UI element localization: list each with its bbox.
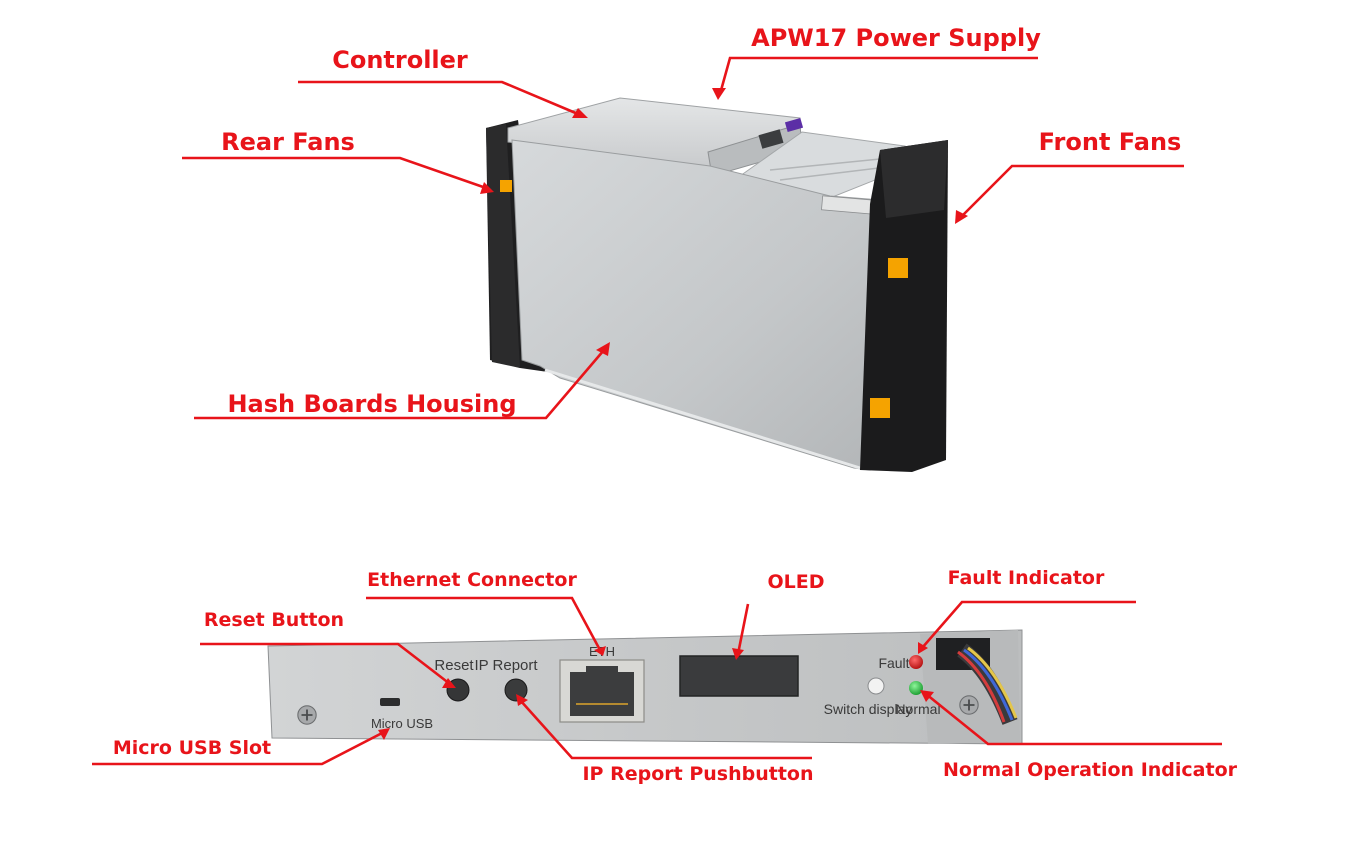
screw-icon (296, 704, 318, 726)
callout-ethernet: Ethernet Connector (367, 569, 577, 591)
leader-lines (92, 56, 1222, 766)
reset-print: Reset (434, 657, 474, 674)
callout-power-supply: APW17 Power Supply (751, 24, 1041, 52)
fault-led (909, 655, 923, 669)
hazard-warning-icon (888, 258, 908, 278)
hazard-warning-icon (500, 180, 512, 192)
callout-reset-button: Reset Button (204, 609, 344, 631)
callout-front-fans: Front Fans (1039, 128, 1182, 156)
fault-print: Fault (878, 655, 909, 671)
callout-fault-indicator: Fault Indicator (948, 567, 1105, 589)
callout-oled: OLED (767, 571, 824, 593)
switch-display-button (867, 677, 885, 695)
ip-report-print: IP Report (474, 657, 538, 674)
callout-rear-fans: Rear Fans (221, 128, 355, 156)
micro-usb-print: Micro USB (371, 716, 433, 731)
hash-boards-housing (511, 139, 881, 471)
callout-micro-usb: Micro USB Slot (113, 737, 271, 759)
callout-labels: Controller APW17 Power Supply Rear Fans … (113, 24, 1238, 785)
screw-icon (958, 694, 980, 716)
oled-display (679, 655, 799, 697)
front-fan-block (860, 140, 948, 472)
hazard-warning-icon (870, 398, 890, 418)
callout-controller: Controller (332, 46, 468, 74)
callout-ip-report: IP Report Pushbutton (582, 763, 813, 785)
miner-unit (486, 97, 948, 472)
callout-hash-boards: Hash Boards Housing (227, 390, 516, 418)
micro-usb-port (380, 698, 400, 706)
ip-report-button (504, 678, 528, 702)
normal-led (909, 681, 923, 695)
cable-bundle (936, 638, 1018, 725)
normal-print: Normal (895, 701, 940, 717)
control-panel: Micro USB Reset IP Report ETH Switch dis… (267, 629, 1023, 745)
callout-normal-indicator: Normal Operation Indicator (943, 759, 1238, 781)
switch-display-print: Switch display (824, 701, 913, 717)
